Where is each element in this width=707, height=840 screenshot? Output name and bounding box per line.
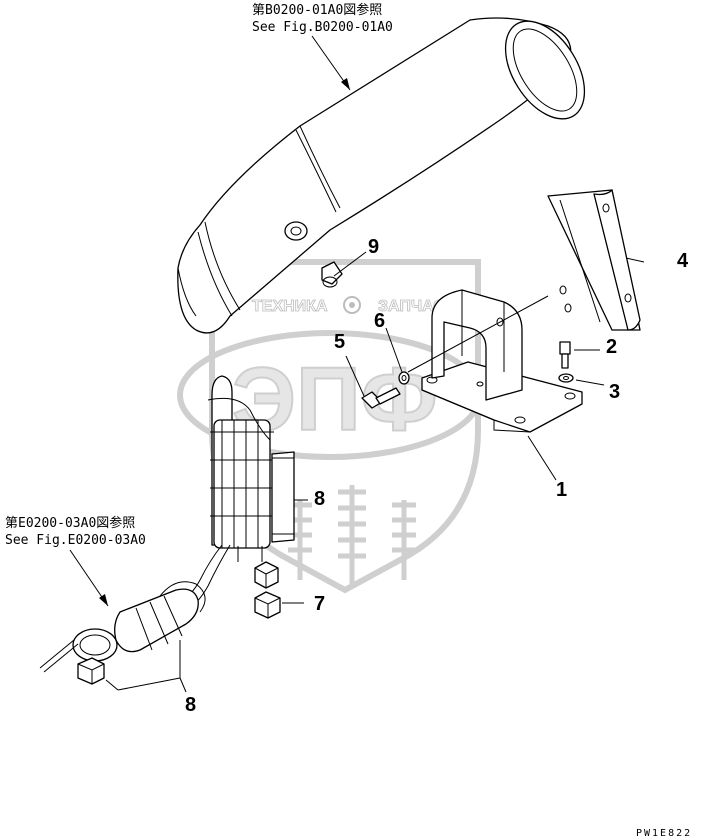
plate-part-4: [547, 189, 641, 331]
ref-top-en: See Fig.B0200-01A0: [252, 20, 393, 35]
callout-9: 9: [368, 236, 379, 258]
bolt-part-5: [361, 387, 401, 409]
callout-3: 3: [609, 381, 620, 403]
ref-top-ja: 第B0200-01A0図参照: [252, 2, 382, 18]
gear-icon: [343, 296, 361, 314]
callout-6: 6: [374, 310, 385, 332]
ref-left-en: See Fig.E0200-03A0: [5, 533, 146, 548]
leader-lines: [105, 251, 645, 693]
filter-assembly: [179, 375, 295, 611]
watermark-text-left: ТЕХНИКА: [252, 298, 328, 315]
callout-8-lower: 8: [185, 694, 196, 716]
wheat-icon: [288, 485, 416, 585]
hose-connector: [39, 581, 206, 685]
ref-left-ja: 第E0200-03A0図参照: [5, 515, 135, 531]
bolt-part-2: [559, 341, 571, 369]
reference-arrow-left: [69, 549, 109, 607]
washer-part-6: [398, 371, 410, 385]
callout-2: 2: [606, 336, 617, 358]
drawing-code: PW1E822: [636, 828, 692, 839]
callout-8-upper: 8: [314, 488, 325, 510]
intake-pipe: [177, 17, 586, 334]
callout-5: 5: [334, 331, 345, 353]
reference-arrow-top: [311, 35, 351, 91]
callout-7: 7: [314, 593, 325, 615]
plug-part-9: [321, 261, 343, 288]
callout-4: 4: [677, 250, 689, 272]
callout-1: 1: [556, 479, 567, 501]
washer-part-3: [558, 373, 574, 383]
bracket-part-1: [421, 289, 583, 433]
cube-part-7: [254, 561, 281, 619]
